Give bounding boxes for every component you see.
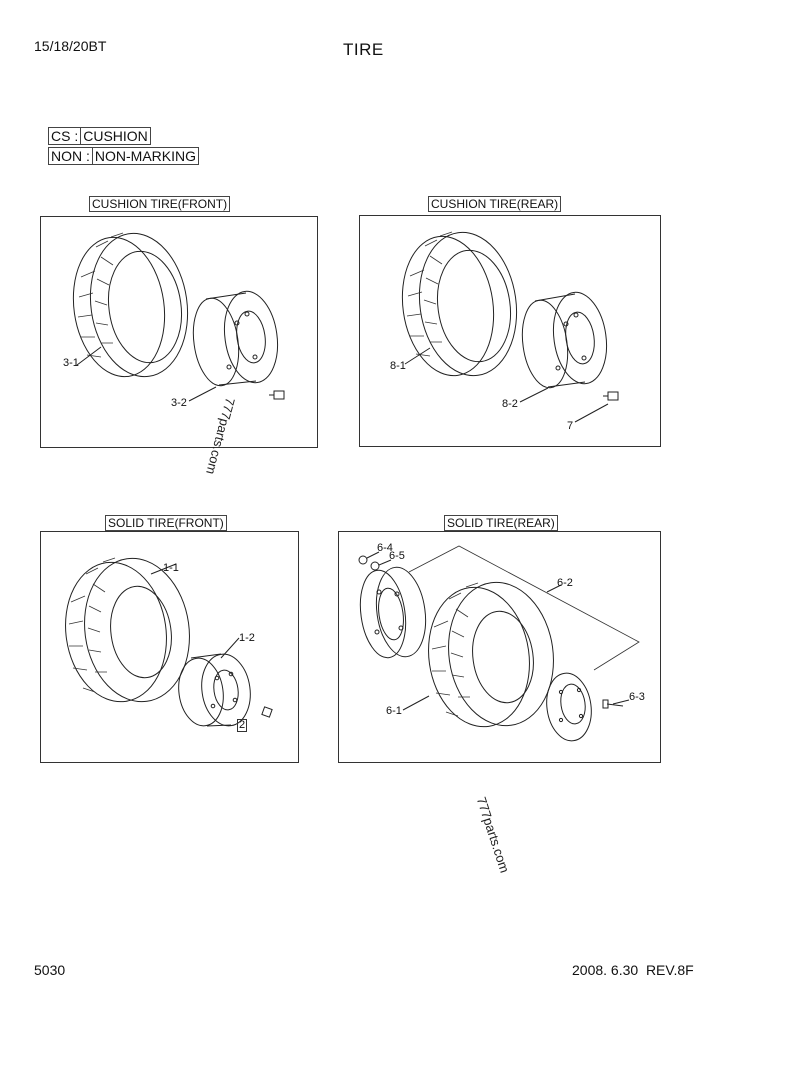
solid-rear-drawing bbox=[358, 545, 640, 742]
callout-label: 1-2 bbox=[239, 632, 255, 644]
legend-row-non-marking: NON : NON-MARKING bbox=[48, 147, 200, 165]
callout-label: 2 bbox=[237, 719, 248, 732]
rim-inner-half-icon bbox=[359, 566, 427, 659]
panel-cushion-rear: 8-1 8-2 7 bbox=[359, 215, 661, 447]
page-title: TIRE bbox=[343, 40, 384, 59]
revision-date: 2008. 6.30 REV.8F bbox=[572, 962, 694, 978]
rim-outer-half-icon bbox=[546, 672, 592, 742]
callout-label: 8-2 bbox=[502, 398, 518, 410]
legend-code: NON : bbox=[48, 147, 93, 165]
nut-icon bbox=[269, 390, 285, 400]
cushion-rim-icon bbox=[521, 291, 608, 389]
solid-rim-icon bbox=[178, 653, 251, 727]
watermark-text: 777parts.com bbox=[473, 795, 513, 875]
legend-meaning: NON-MARKING bbox=[92, 147, 200, 165]
solid-tire-icon bbox=[428, 581, 554, 728]
panel-title-cushion-front: CUSHION TIRE(FRONT) bbox=[89, 196, 231, 212]
panel-title-solid-front: SOLID TIRE(FRONT) bbox=[105, 515, 227, 531]
callout-label: 6-2 bbox=[557, 577, 573, 589]
nut-icon bbox=[603, 391, 619, 401]
page-number: 5030 bbox=[34, 962, 66, 978]
panel-title-cushion-rear: CUSHION TIRE(REAR) bbox=[428, 196, 562, 212]
callout-label: 6-4 bbox=[377, 542, 393, 554]
cushion-rear-drawing bbox=[401, 231, 619, 423]
callout-label: 6-5 bbox=[389, 550, 405, 562]
callout-label: 1-1 bbox=[163, 562, 179, 574]
cushion-tire-icon bbox=[401, 231, 518, 377]
callout-label: 3-1 bbox=[63, 357, 79, 369]
cushion-rim-icon bbox=[192, 290, 279, 387]
callout-label: 6-1 bbox=[386, 705, 402, 717]
panel-solid-rear: 6-4 6-5 6-2 6-3 6-1 bbox=[338, 531, 661, 763]
cushion-front-drawing bbox=[72, 232, 285, 402]
legend-code: CS : bbox=[48, 127, 82, 145]
panel-cushion-front: 3-1 3-2 bbox=[40, 216, 318, 448]
cushion-tire-icon bbox=[72, 232, 189, 378]
callout-label: 3-2 bbox=[171, 397, 187, 409]
callout-label: 6-3 bbox=[629, 691, 645, 703]
nut-icon bbox=[358, 555, 380, 571]
panel-title-solid-rear: SOLID TIRE(REAR) bbox=[444, 515, 558, 531]
nut-icon bbox=[261, 706, 273, 718]
callout-label: 7 bbox=[567, 420, 574, 432]
panel-solid-front: 1-1 1-2 2 bbox=[40, 531, 299, 763]
model-number: 15/18/20BT bbox=[34, 38, 107, 54]
bolt-icon bbox=[602, 699, 624, 709]
legend-meaning: CUSHION bbox=[81, 127, 151, 145]
callout-label: 8-1 bbox=[390, 360, 406, 372]
solid-front-drawing bbox=[65, 557, 273, 727]
legend-row-cushion: CS : CUSHION bbox=[48, 127, 151, 145]
solid-tire-icon bbox=[65, 557, 190, 703]
